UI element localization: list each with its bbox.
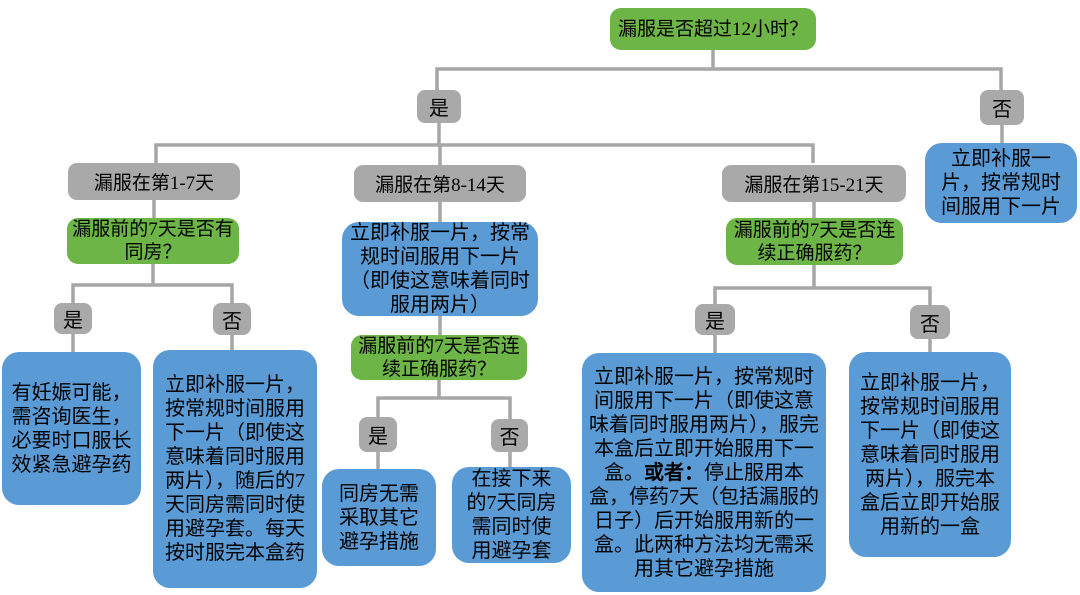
action-node-no-extra-contraception: 同房无需采取其它避孕措施 (322, 469, 436, 566)
question-node-correct-use-mid: 漏服前的7天是否连续正确服药？ (351, 335, 527, 380)
right-yes-text-bold: 或者： (644, 461, 704, 484)
yes-label-mid: 是 (359, 417, 397, 452)
action-node-right-yes-two-options: 立即补服一片，按常规时间服用下一片（即使这意味着同时服用两片），服完本盒后立即开… (582, 353, 826, 592)
right-yes-text-part1: 立即补服一片，按常规时间服用下一片（即使这意味着同时服用两片），服完本盒后立即开… (589, 365, 819, 484)
branch-node-day-8-14: 漏服在第8-14天 (354, 165, 526, 202)
no-label-right: 否 (910, 305, 950, 339)
question-node-correct-use-right: 漏服前的7天是否连续正确服药？ (726, 218, 903, 265)
yes-label-right: 是 (695, 304, 735, 335)
no-label-root: 否 (980, 90, 1024, 125)
action-node-no-over-12h: 立即补服一片，按常规时间服用下一片 (925, 143, 1077, 223)
action-node-pregnancy-risk: 有妊娠可能，需咨询医生，必要时口服长效紧急避孕药 (2, 352, 141, 505)
action-node-right-no-new-pack: 立即补服一片，按常规时间服用下一片（即使这意味着同时服用两片），服完本盒后立即开… (849, 352, 1011, 557)
no-label-mid: 否 (491, 419, 528, 452)
yes-label-left: 是 (54, 303, 92, 334)
no-label-left: 否 (213, 303, 251, 335)
branch-node-day-15-21: 漏服在第15-21天 (722, 165, 906, 202)
question-node-intercourse-7days: 漏服前的7天是否有同房？ (67, 218, 239, 264)
root-question-node: 漏服是否超过12小时？ (610, 8, 816, 50)
branch-node-day-1-7: 漏服在第1-7天 (68, 163, 240, 200)
action-node-condom-next-7days: 在接下来的7天同房需同时使用避孕套 (452, 467, 571, 563)
action-node-day1-7-no-intercourse: 立即补服一片，按常规时间服用下一片（即使这意味着同时服用两片），随后的7天同房需… (153, 350, 317, 588)
yes-label-root: 是 (417, 90, 461, 123)
action-node-day8-14-take-pill: 立即补服一片，按常规时间服用下一片（即使这意味着同时服用两片） (342, 222, 538, 316)
action-node-right-yes-text: 立即补服一片，按常规时间服用下一片（即使这意味着同时服用两片），服完本盒后立即开… (589, 365, 819, 581)
right-yes-text-part2: 停止服用本盒，停药7天（包括漏服的日子）后开始服用新的一盒。此两种方法均无需采用… (589, 461, 819, 580)
